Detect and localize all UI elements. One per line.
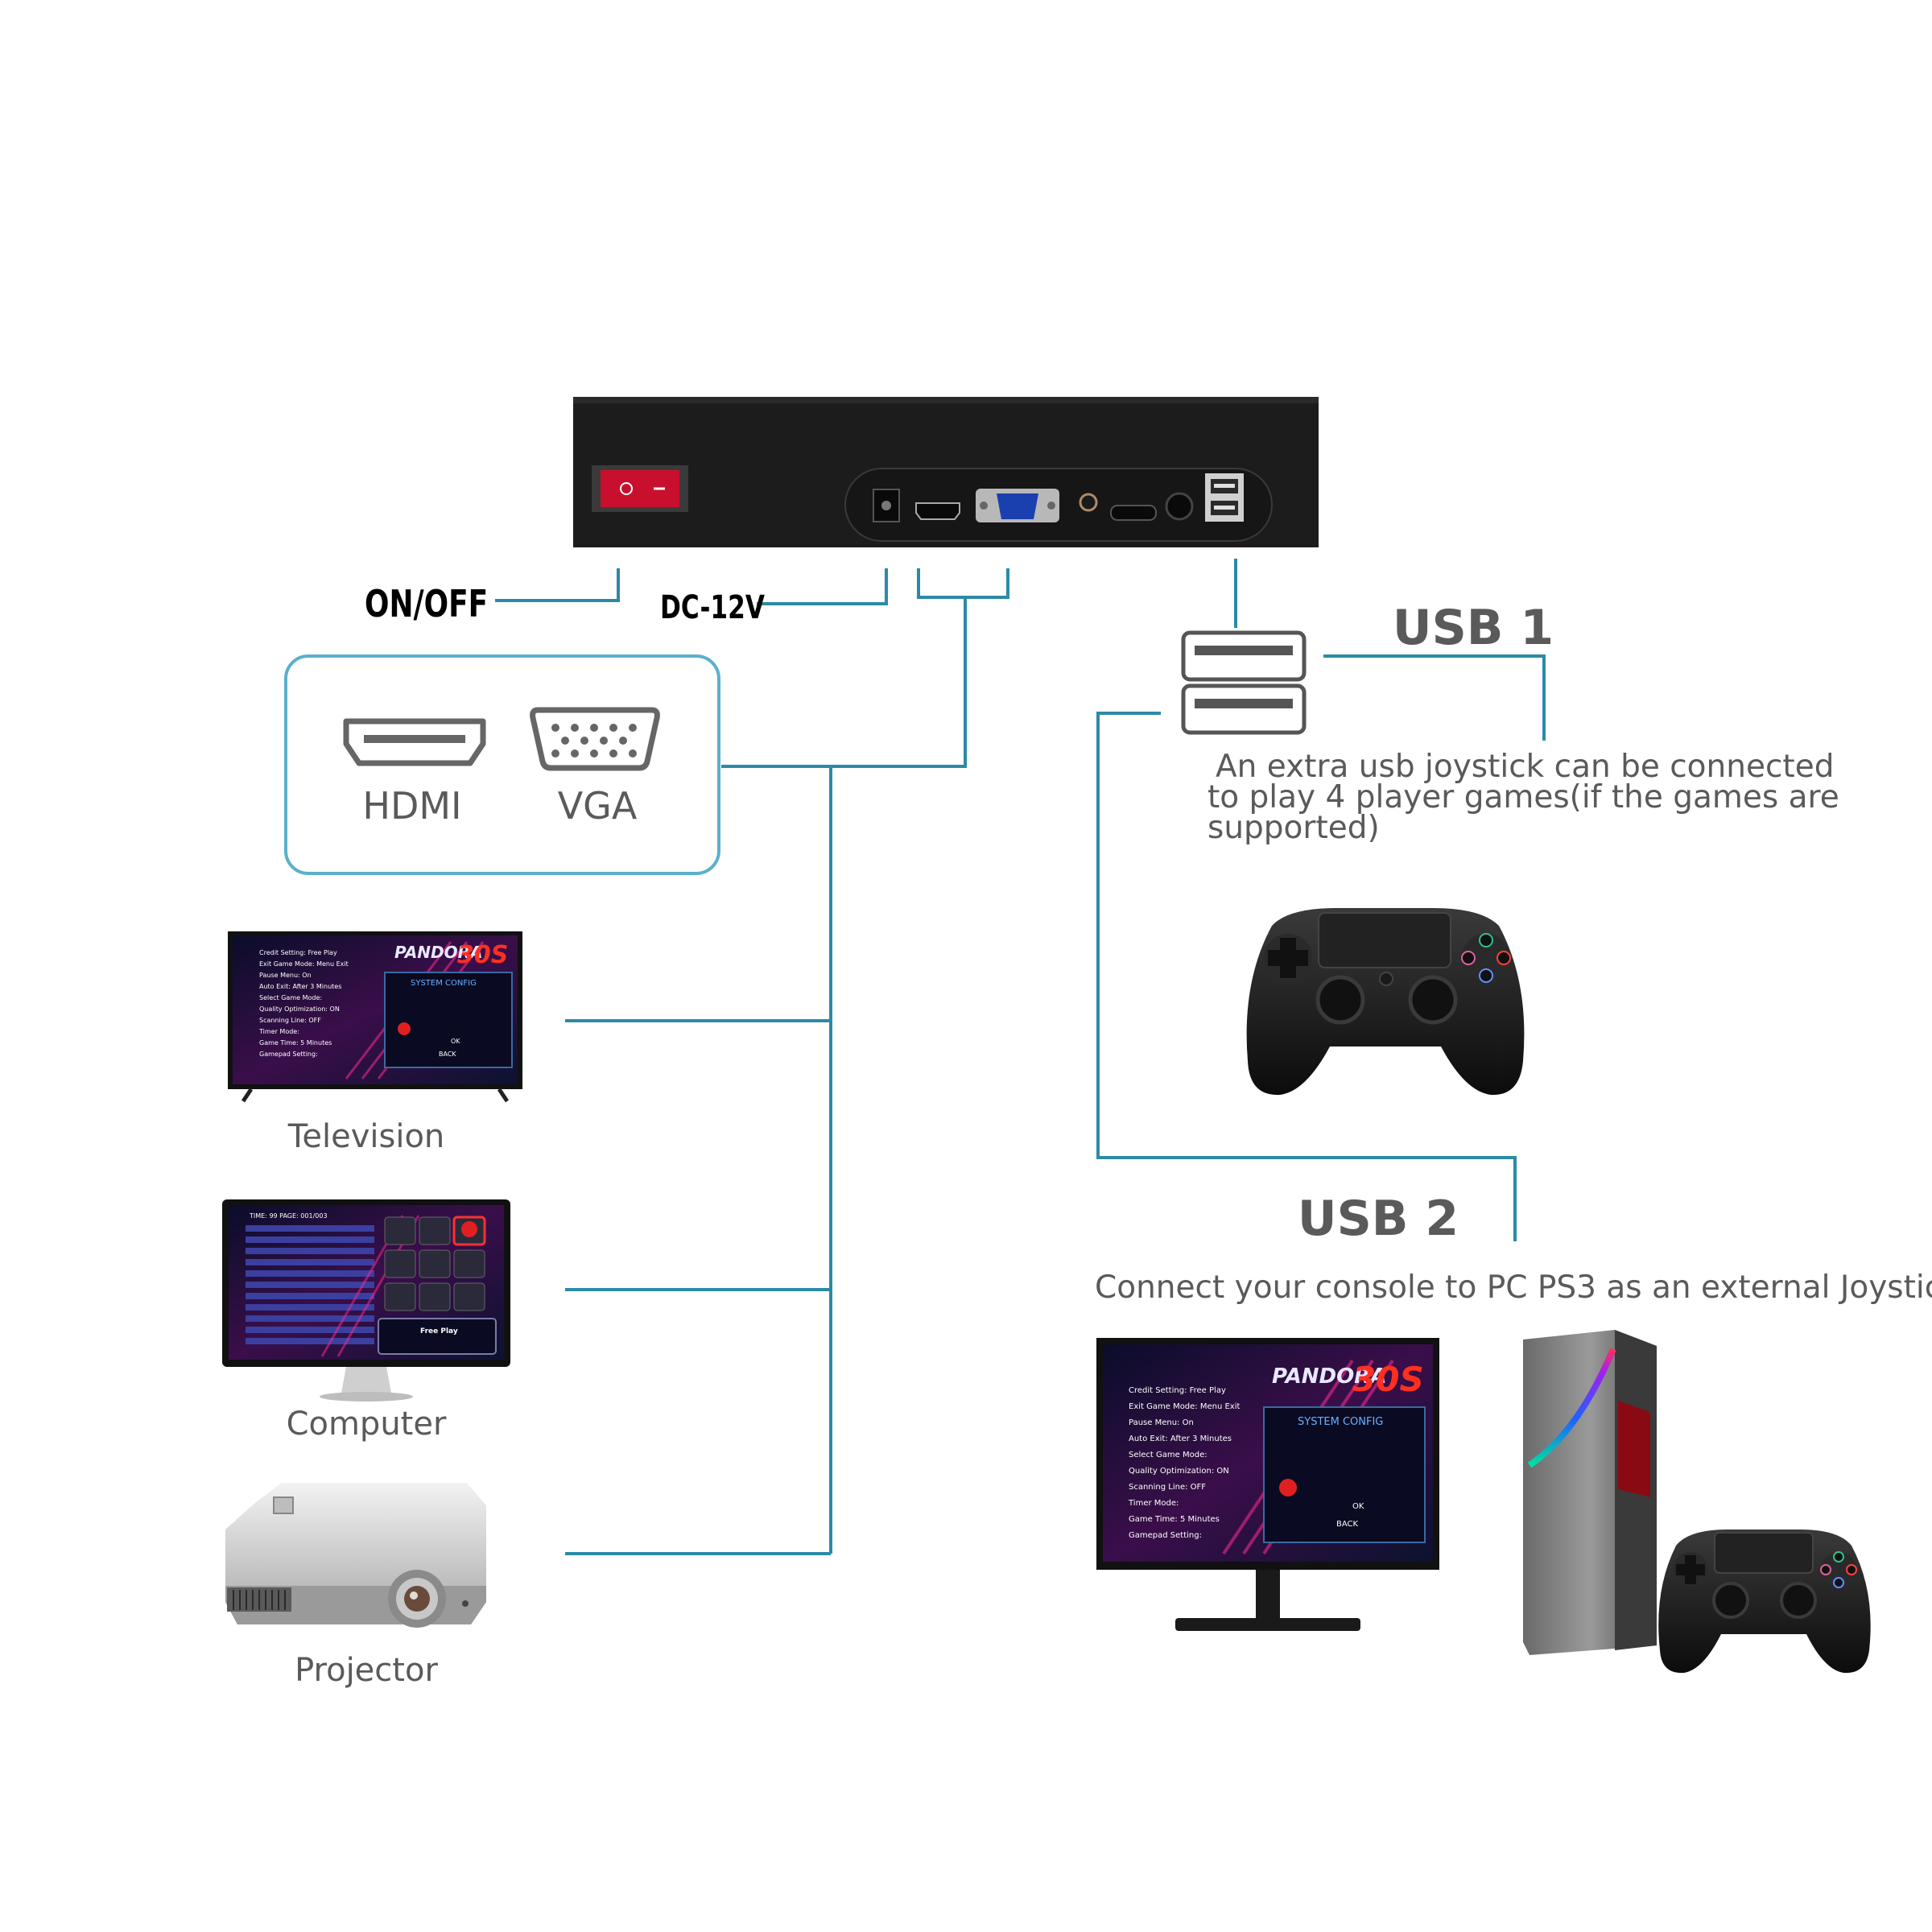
tv-menu-item: Scanning Line: OFF xyxy=(259,1017,321,1024)
monitor-menu-item: Auto Exit: After 3 Minutes xyxy=(1129,1435,1232,1443)
video-bracket-line xyxy=(917,568,1009,599)
connector-lines xyxy=(495,559,1546,1555)
usb1-description-line1: An extra usb joystick can be connected xyxy=(1216,749,1834,785)
monitor-menu-item: Quality Optimization: ON xyxy=(1129,1467,1229,1476)
pc-monitor-image: Credit Setting: Free Play Exit Game Mode… xyxy=(1096,1338,1439,1631)
monitor-ok-text: OK xyxy=(1352,1502,1364,1511)
audio-port xyxy=(1079,493,1098,512)
monitor-menu-item: Timer Mode: xyxy=(1128,1499,1179,1508)
video-output-box: HDMI VGA xyxy=(284,654,720,875)
vga-label: VGA xyxy=(558,784,638,828)
monitor-panel-title: SYSTEM CONFIG xyxy=(1298,1416,1383,1428)
usb1-connector-line xyxy=(1323,654,1546,741)
television-image: Credit Setting: Free Play Exit Game Mode… xyxy=(228,931,522,1103)
tv-logo-text: PANDORA xyxy=(394,943,483,962)
monitor-menu-item: Credit Setting: Free Play xyxy=(1129,1386,1226,1395)
tv-menu-item: Pause Menu: On xyxy=(259,972,312,979)
usb1-description-line2: to play 4 player games(if the games are xyxy=(1208,779,1839,815)
usb-ports-icon xyxy=(1181,630,1307,735)
tv-menu-item: Game Time: 5 Minutes xyxy=(259,1039,332,1046)
tv-panel-title: SYSTEM CONFIG xyxy=(411,979,477,988)
power-label: ON/OFF xyxy=(365,583,488,626)
round-port xyxy=(1165,492,1194,521)
pc-tower-image xyxy=(1523,1330,1657,1655)
monitor-menu-item: Gamepad Setting: xyxy=(1129,1531,1202,1540)
monitor-back-text: BACK xyxy=(1336,1520,1359,1529)
tv-logo-number: 30S xyxy=(457,941,508,969)
gamepad-image xyxy=(1246,908,1525,1096)
hdmi-icon xyxy=(343,718,486,766)
hdmi-port xyxy=(915,502,960,520)
monitor-menu-item: Scanning Line: OFF xyxy=(1129,1483,1206,1492)
computer-label: Computer xyxy=(287,1406,447,1443)
usb2-connector-line xyxy=(1096,712,1517,1241)
tv-menu-item: Select Game Mode: xyxy=(259,994,322,1001)
television-label: Television xyxy=(287,1118,445,1155)
sd-card-slot xyxy=(1110,505,1157,521)
gamepad-image xyxy=(1658,1530,1871,1674)
monitor-logo-number: 30S xyxy=(1352,1360,1424,1399)
vga-port xyxy=(976,489,1059,522)
monitor-menu-item: Select Game Mode: xyxy=(1129,1451,1208,1459)
tv-menu-item: Timer Mode: xyxy=(258,1028,299,1035)
hdmi-label: HDMI xyxy=(362,784,461,828)
usb2-title: USB 2 xyxy=(1298,1191,1459,1247)
tv-menu-item: Credit Setting: Free Play xyxy=(259,949,337,956)
arcade-console-back-panel xyxy=(573,397,1319,547)
tv-menu-item: Quality Optimization: ON xyxy=(259,1005,340,1013)
power-connector-line xyxy=(495,568,620,602)
monitor-menu-item: Game Time: 5 Minutes xyxy=(1129,1515,1220,1524)
dc-connector-line xyxy=(757,568,888,605)
tv-back-text: BACK xyxy=(439,1051,456,1058)
dc-jack-port xyxy=(873,489,900,522)
projector-label: Projector xyxy=(295,1652,438,1689)
usb1-description-line3: supported) xyxy=(1208,810,1380,846)
usb-ports xyxy=(1205,473,1244,522)
dc-label: DC-12V xyxy=(660,589,765,626)
monitor-menu-item: Exit Game Mode: Menu Exit xyxy=(1129,1402,1241,1411)
vga-icon xyxy=(530,707,660,771)
monitor-menu-item: Pause Menu: On xyxy=(1129,1418,1194,1427)
tv-menu-item: Auto Exit: After 3 Minutes xyxy=(259,983,341,990)
monitor-logo-text: PANDORA xyxy=(1272,1364,1386,1389)
projector-image xyxy=(225,1483,486,1628)
power-switch[interactable] xyxy=(592,465,688,512)
tv-menu-item: Gamepad Setting: xyxy=(259,1051,318,1058)
computer-monitor-image: TIME: 99 PAGE: 001/003 Free Play xyxy=(222,1199,510,1402)
tv-ok-text: OK xyxy=(451,1038,460,1045)
usb2-description: Connect your console to PC PS3 as an ext… xyxy=(1095,1269,1932,1306)
computer-header-text: TIME: 99 PAGE: 001/003 xyxy=(249,1212,328,1220)
tv-menu-item: Exit Game Mode: Menu Exit xyxy=(259,960,349,968)
video-connector-line xyxy=(721,597,967,768)
usb1-title: USB 1 xyxy=(1393,600,1554,656)
computer-free-play-text: Free Play xyxy=(420,1327,458,1335)
